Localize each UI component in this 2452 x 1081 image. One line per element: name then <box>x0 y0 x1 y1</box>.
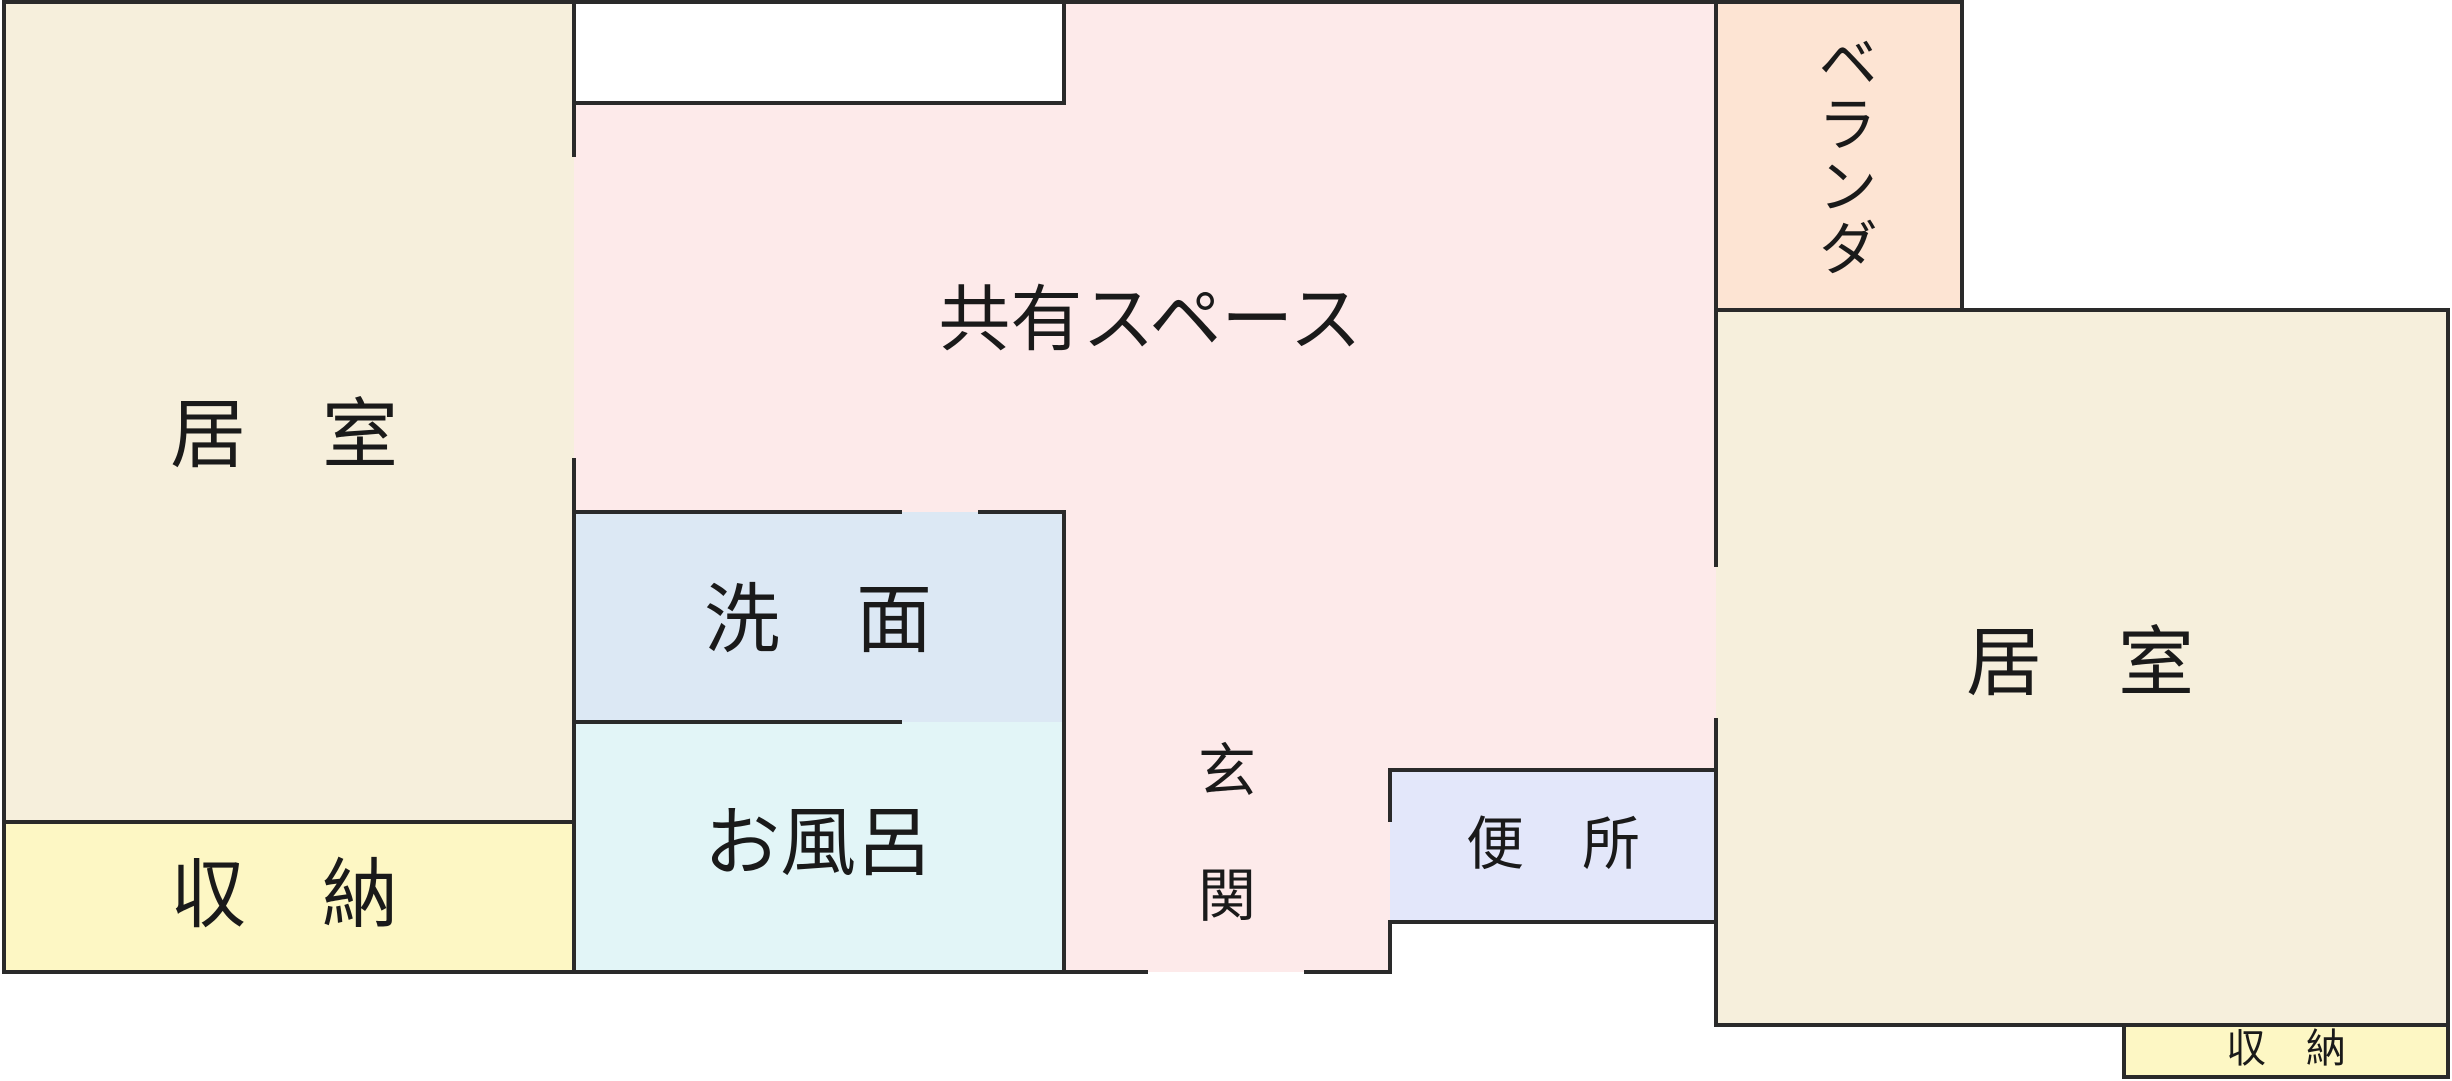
shared-space-label: 共有スペース <box>938 278 1361 362</box>
shared-space-area <box>574 2 1716 972</box>
storage-right-label: 収 納 <box>2226 1026 2346 1072</box>
toilet-area <box>1390 770 1716 922</box>
room-left-label: 居 室 <box>170 390 398 479</box>
washroom-label: 洗 面 <box>704 575 932 664</box>
entrance-label-top: 玄 <box>1198 737 1256 805</box>
room-right-label: 居 室 <box>1966 618 2194 707</box>
storage-right-area <box>2124 1025 2448 1077</box>
bath-area <box>574 722 1064 972</box>
storage-left-area <box>4 822 574 972</box>
entrance-label-bottom: 関 <box>1198 862 1256 930</box>
room-labels: 居 室 収 納 共有スペース 洗 面 お風呂 玄 関 便 所 居 室 収 納 ベ… <box>170 31 2346 1072</box>
toilet-label: 便 所 <box>1466 810 1640 878</box>
veranda-area <box>1716 2 1962 310</box>
room-left-area <box>4 2 574 822</box>
bath-label: お風呂 <box>704 798 932 887</box>
room-fills <box>4 2 2448 1077</box>
washroom-area <box>574 512 1064 722</box>
room-right-area <box>1716 310 2448 1025</box>
storage-left-label: 収 納 <box>170 850 398 939</box>
veranda-label: ベランダ <box>1807 31 1877 279</box>
